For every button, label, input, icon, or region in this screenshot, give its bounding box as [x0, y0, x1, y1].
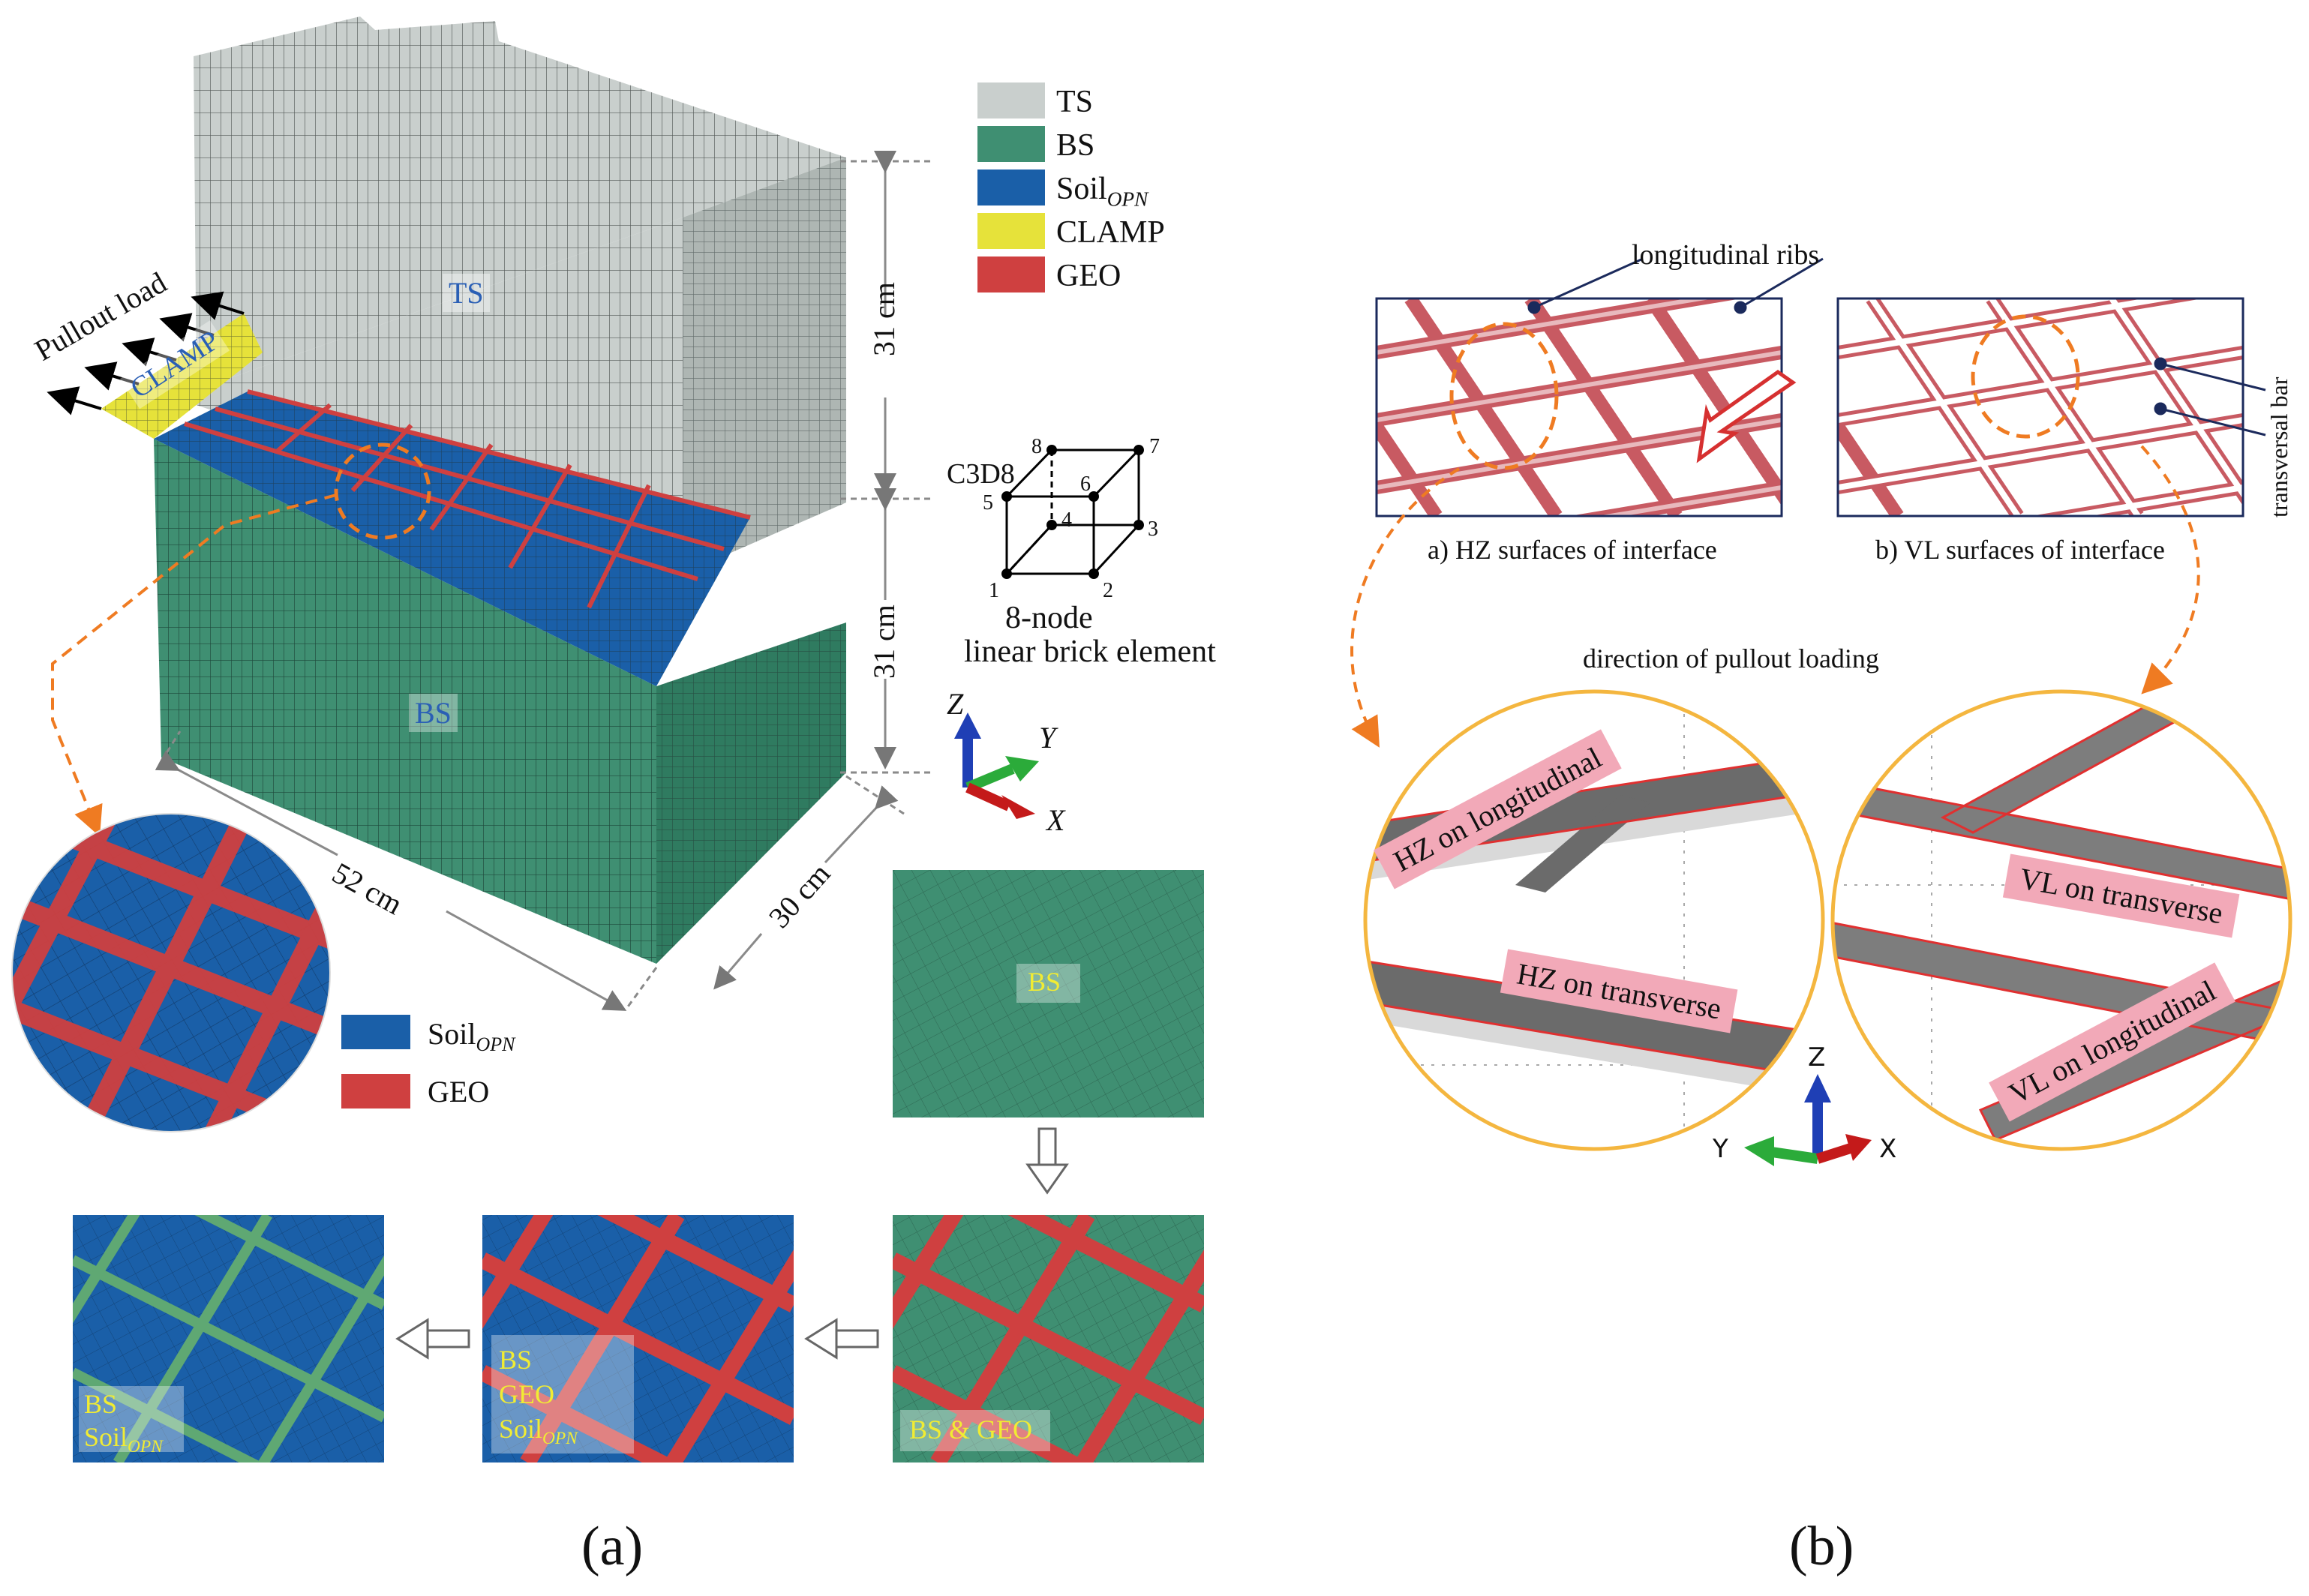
arrow-down	[1025, 1127, 1069, 1195]
clamp	[101, 314, 263, 439]
node-8: 8	[1031, 435, 1042, 458]
dim-height-bottom: 31 cm	[867, 604, 901, 679]
legend-bottom-swatch-soil	[341, 1015, 410, 1049]
arrow-left-2	[395, 1318, 470, 1360]
vl-caption: b) VL surfaces of interface	[1875, 535, 2165, 565]
connector-hz	[1350, 467, 1461, 748]
element-name: C3D8	[947, 458, 1015, 490]
pullout-arrows	[47, 291, 245, 416]
legend-label-ts: TS	[1056, 85, 1094, 119]
caption-a: (a)	[581, 1516, 644, 1577]
legend-swatch-clamp	[977, 213, 1045, 249]
panel-left-soil: SoilOPN	[84, 1422, 163, 1457]
pullout-direction-arrow	[1696, 369, 1797, 464]
node-5: 5	[983, 491, 993, 514]
dimension-lines	[155, 151, 930, 1011]
panel-bs-geo-label: BS & GEO	[909, 1414, 1033, 1444]
legend-label-soil: SoilOPN	[1056, 172, 1148, 211]
brick-element-diagram	[1001, 445, 1144, 579]
zoom-marker-vl	[1971, 314, 2080, 439]
axis-y-label: Y	[1039, 721, 1056, 754]
axis-z-label: Z	[947, 687, 964, 721]
arrow-left-1	[804, 1318, 879, 1360]
zoom-marker	[334, 442, 431, 540]
panel-bs-label: BS	[1028, 967, 1061, 997]
node-4: 4	[1061, 508, 1072, 532]
axis-b-y-label: Y	[1713, 1134, 1728, 1164]
panel-bs-geo-soil	[482, 1215, 794, 1462]
transversal-bar-label: transversal bar	[2265, 376, 2292, 518]
legend-swatch-bs	[977, 126, 1045, 162]
element-title: 8-node	[1005, 601, 1093, 635]
hz-caption: a) HZ surfaces of interface	[1428, 535, 1717, 565]
node-2: 2	[1103, 579, 1113, 602]
legend-label-bs: BS	[1056, 128, 1095, 163]
axis-b-x-label: X	[1879, 1134, 1897, 1164]
direction-label: direction of pullout loading	[1583, 644, 1879, 674]
axes-triad-b	[1744, 1074, 1872, 1166]
node-1: 1	[989, 579, 999, 602]
node-3: 3	[1148, 518, 1158, 541]
zoom-marker-hz	[1449, 322, 1559, 470]
legend-bottom-geo: GEO	[428, 1075, 490, 1108]
soil-geo-top-surface	[154, 389, 751, 686]
ts-block	[194, 16, 846, 574]
axes-triad-a	[954, 712, 1039, 819]
axis-b-z-label: Z	[1808, 1042, 1826, 1072]
panel-vl-surfaces	[1838, 298, 2243, 516]
panel-mid-labels: BS GEO SoilOPN	[499, 1342, 578, 1456]
node-6: 6	[1080, 472, 1091, 496]
legend-swatch-ts	[977, 82, 1045, 118]
ts-label: TS	[443, 274, 490, 312]
legend-bottom-swatch-geo	[341, 1074, 410, 1108]
panel-bs-soil	[73, 1215, 384, 1462]
legend-label-geo: GEO	[1056, 259, 1121, 293]
legend-bottom-soil: SoilOPN	[428, 1017, 515, 1055]
panel-mid-geo: GEO	[499, 1379, 554, 1409]
zoom-circle-a	[12, 814, 330, 1132]
dim-height-top: 31 cm	[867, 282, 901, 356]
caption-b: (b)	[1789, 1516, 1854, 1577]
panel-bs	[893, 870, 1204, 1118]
panel-left-bs: BS	[84, 1389, 118, 1419]
element-subtitle: linear brick element	[964, 634, 1216, 669]
panel-bs-geo	[893, 1215, 1204, 1462]
bs-block	[154, 439, 846, 964]
callout-lines	[1527, 257, 2266, 436]
zoom-connector	[51, 494, 337, 837]
legend-swatch-geo	[977, 256, 1045, 292]
legend-top	[977, 82, 1045, 292]
legend-label-clamp: CLAMP	[1056, 215, 1165, 250]
panel-left-labels: BS SoilOPN	[84, 1388, 163, 1463]
legend-swatch-soil	[977, 170, 1045, 206]
bs-label: BS	[409, 694, 458, 732]
node-7: 7	[1149, 435, 1160, 458]
panel-mid-bs: BS	[499, 1345, 533, 1375]
connector-vl	[2140, 445, 2200, 694]
axis-x-label: X	[1046, 803, 1065, 837]
longitudinal-ribs-label: longitudinal ribs	[1632, 239, 1820, 271]
panel-mid-soil: SoilOPN	[499, 1414, 578, 1449]
